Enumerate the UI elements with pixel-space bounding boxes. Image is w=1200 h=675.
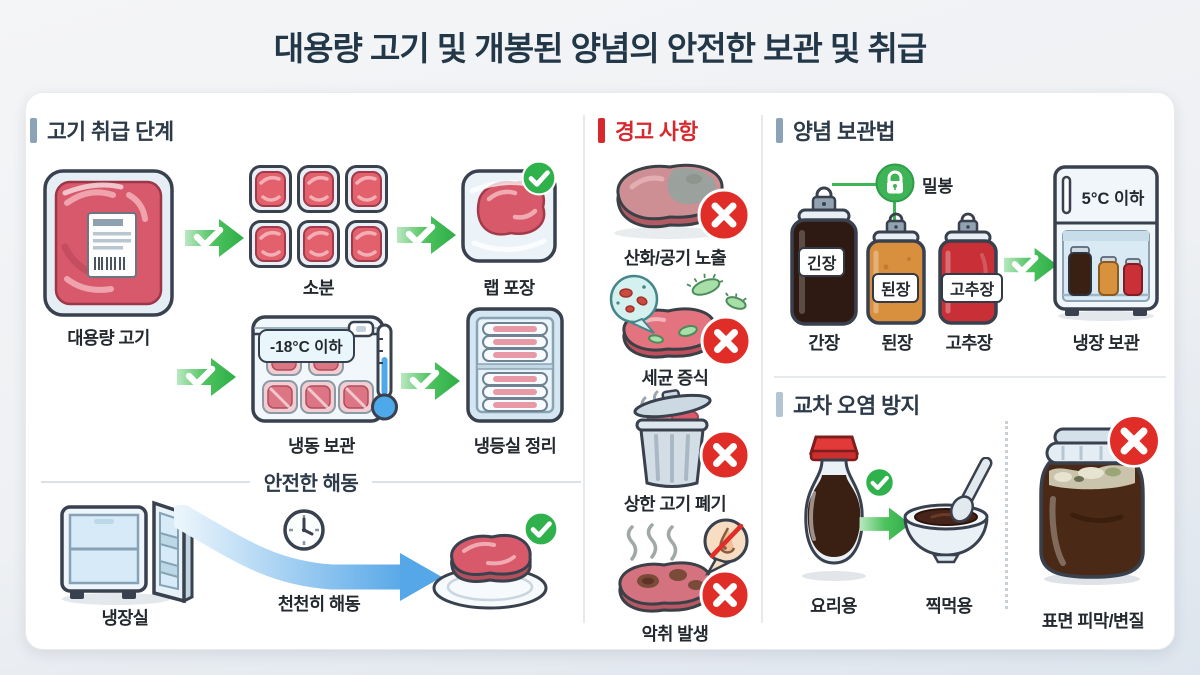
cooking-use-label: 요리용 [810,596,857,616]
warning-label: 산화/공기 노출 [623,248,727,268]
seal-lock-badge-icon [875,163,915,203]
fridge-label: 냉장실 [101,608,149,628]
warning-label: 악취 발생 [641,624,709,644]
divider-line [372,480,581,483]
section-accent-bar [776,118,783,143]
smelly-meat-illustration [618,518,751,621]
bulk-meat-package-illustration [43,169,174,317]
section-title: 양념 보관법 [793,120,895,144]
arrow-check-icon [401,362,460,400]
portion-label: 소분 [302,278,335,298]
check-badge-icon [864,467,895,498]
arrow-check-icon [185,219,244,257]
doenjang-jar-illustration [866,212,926,325]
fridge-temp-label: 5°C 이하 [1081,190,1145,208]
slow-thaw-label: 천천히 해동 [277,594,361,614]
section-header-meat-handling: 고기 취급 단계 [30,115,174,146]
seal-connector-line [832,183,878,186]
bacteria-meat-illustration [609,273,752,367]
arrow-check-icon [177,358,236,396]
jar-tag: 고추장 [941,273,1004,303]
section-accent-bar [776,392,783,417]
spoiled-surface-label: 표면 피막/변질 [1041,611,1145,631]
jar-label: 고추장 [945,333,993,353]
check-badge-icon [521,160,557,196]
content-card: 고기 취급 단계 대용량 고기 [25,92,1175,650]
section-header-seasoning: 양념 보관법 [776,115,895,146]
section-title: 교차 오염 방지 [793,394,920,418]
divider-line [41,480,250,483]
jar-tag: 긴장 [798,247,846,277]
page-title: 대용량 고기 및 개봉된 양념의 안전한 보관 및 취급 [273,30,928,67]
seal-label: 밀봉 [922,177,954,196]
dotted-divider [1005,421,1008,609]
section-divider [774,376,1166,378]
thaw-header: 안전한 해동 [263,473,359,495]
fridge-storage-label: 냉장 보관 [1072,333,1140,353]
gochujang-jar-illustration [938,212,998,325]
freeze-temp-bubble: -18°C 이하 [258,329,355,363]
x-badge-icon [1107,414,1161,468]
condiment-fridge-illustration [1053,165,1159,321]
jar-label: 간장 [808,333,840,353]
thawed-meat-plate-illustration [432,534,548,610]
warning-label: 세균 증식 [641,368,709,388]
column-divider [761,115,763,623]
jar-label: 된장 [881,333,913,353]
arrow-check-icon [397,216,456,254]
thaw-subsection-header: 안전한 해동 [41,467,581,496]
dipping-bowl-illustration [903,457,993,564]
soy-sauce-bottle-illustration [802,435,866,581]
column-divider [583,115,585,623]
freezer-bag-illustration [251,315,398,423]
oxidized-meat-illustration [614,163,751,242]
clock-icon [283,509,325,551]
arrow-check-icon [1003,247,1058,283]
section-header-warnings: 경고 사항 [598,115,698,146]
freezer-organize-label: 냉등실 정리 [473,436,557,456]
trash-can-illustration [633,389,751,488]
wrap-label: 랩 포장 [483,278,535,298]
spoiled-jar-illustration [1039,427,1145,585]
section-header-cross-contamination: 교차 오염 방지 [776,389,920,420]
arrow-icon [859,507,911,541]
section-accent-bar [30,118,37,143]
portioned-meat-trays-illustration [249,165,388,268]
dipping-use-label: 찍먹용 [925,596,973,616]
jar-tag: 된장 [872,273,920,303]
check-badge-icon [523,511,559,547]
freeze-label: 냉동 보관 [288,436,355,456]
bulk-meat-label: 대용량 고기 [67,328,150,348]
section-accent-bar [598,118,605,143]
warning-label: 상한 고기 폐기 [623,494,727,514]
slow-thaw-arrow-icon [174,505,442,601]
section-title: 경고 사항 [615,120,698,144]
freezer-shelves-illustration [466,307,564,423]
section-title: 고기 취급 단계 [47,120,174,144]
